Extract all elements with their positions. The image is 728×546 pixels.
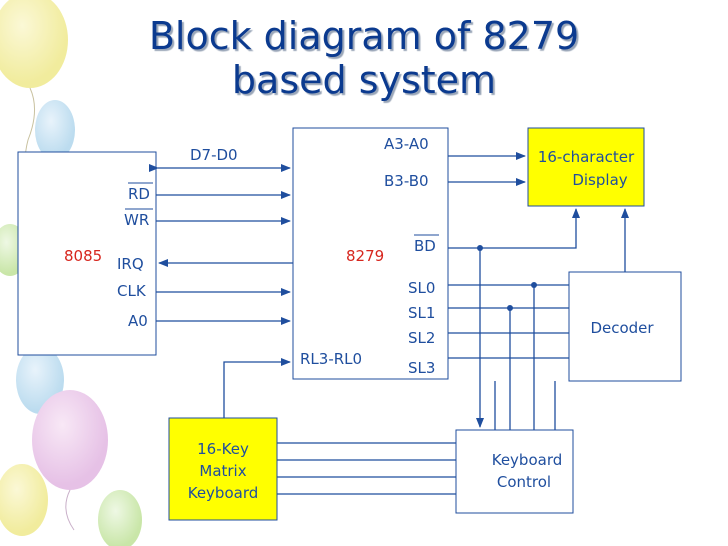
decoder-block	[568, 271, 682, 382]
keymatrix-label-1: 16-Key	[197, 440, 249, 458]
label-rd: RD	[128, 185, 150, 203]
label-clk: CLK	[117, 282, 147, 300]
keymatrix-block	[168, 417, 278, 521]
balloon-blue	[35, 100, 75, 160]
rl-arrow	[223, 358, 291, 418]
balloon-string-2	[65, 489, 75, 531]
label-sl0: SL0	[408, 279, 435, 297]
label-a3a0: A3-A0	[384, 135, 429, 153]
label-8279: 8279	[346, 247, 384, 265]
kdc-8279-block	[292, 127, 449, 380]
label-sl2: SL2	[408, 329, 435, 347]
label-rl: RL3-RL0	[300, 350, 362, 368]
display-label-1: 16-character	[538, 148, 635, 166]
keymatrix-label-3: Keyboard	[188, 484, 259, 502]
display-label-2: Display	[572, 171, 627, 189]
label-data-bus: D7-D0	[190, 146, 238, 164]
label-sl3: SL3	[408, 359, 435, 377]
decoder-label: Decoder	[590, 319, 654, 337]
bd-line	[448, 208, 580, 249]
cpu-8085-block	[17, 151, 157, 356]
label-8085: 8085	[64, 247, 102, 265]
display-block	[527, 127, 645, 207]
label-b3b0: B3-B0	[384, 172, 429, 190]
keyboard-control-label-1: Keyboard	[492, 451, 563, 469]
label-a0: A0	[128, 312, 148, 330]
page-title: Block diagram of 8279 based system	[148, 14, 580, 102]
keyboard-control-label-2: Control	[497, 473, 551, 491]
label-bd: BD	[414, 237, 436, 255]
label-irq: IRQ	[117, 255, 144, 273]
balloon-green-2	[98, 490, 142, 546]
label-sl1: SL1	[408, 304, 435, 322]
balloon-pink	[32, 390, 108, 490]
keymatrix-label-2: Matrix	[199, 462, 246, 480]
label-wr: WR	[124, 211, 149, 229]
keyboard-control-block	[455, 429, 574, 514]
balloon-yellow-2	[0, 464, 48, 536]
balloon-yellow	[0, 0, 68, 88]
